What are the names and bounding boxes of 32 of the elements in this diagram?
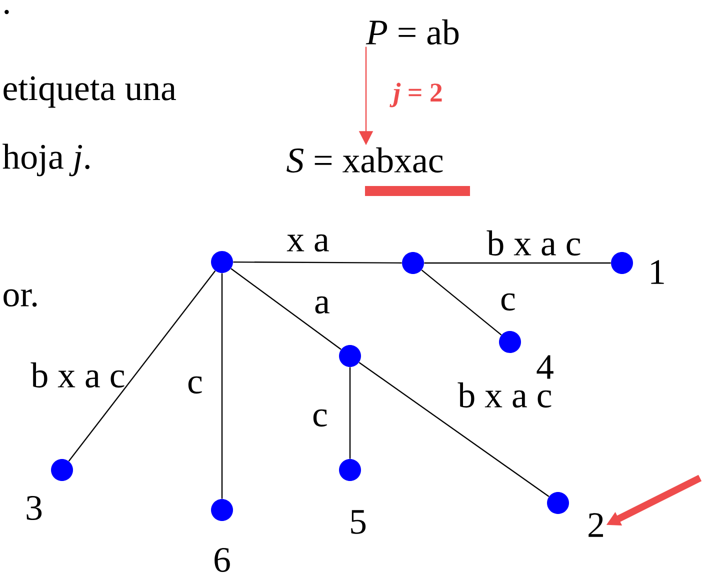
leaf-number: 5 bbox=[351, 510, 366, 534]
edge-label: b x a c bbox=[30, 362, 124, 388]
slide-text: . bbox=[4, 10, 9, 14]
leaf-number: 1 bbox=[651, 260, 664, 284]
leaf-number: 6 bbox=[214, 548, 230, 572]
tree-edge bbox=[358, 362, 550, 498]
edge-label: j = 2 bbox=[390, 82, 442, 108]
tree-edge bbox=[221, 273, 223, 499]
leaf-number: 2 bbox=[588, 513, 603, 537]
edge-label: x a bbox=[286, 234, 329, 252]
edge-label: c bbox=[188, 376, 202, 394]
tree-edge bbox=[424, 262, 611, 264]
slide-text: etiqueta una bbox=[4, 76, 176, 108]
tree-node-dot bbox=[211, 251, 233, 273]
edge-label: a bbox=[315, 296, 330, 314]
tree-edge bbox=[349, 367, 351, 459]
tree-edge bbox=[230, 268, 342, 350]
edge-label: c bbox=[501, 293, 515, 311]
formula-text: P = ab bbox=[366, 19, 459, 45]
slide-text: or. bbox=[4, 289, 37, 307]
leaf-number: 3 bbox=[26, 496, 42, 520]
tree-edge bbox=[421, 270, 502, 336]
leaf-number: 4 bbox=[536, 355, 554, 379]
edge-label: b x a c bbox=[458, 382, 552, 408]
tree-edge bbox=[68, 270, 216, 462]
tree-edge bbox=[233, 261, 402, 264]
slide-text: hojaj. bbox=[2, 144, 90, 176]
edge-label: c bbox=[313, 409, 327, 427]
tree-node-dot bbox=[402, 252, 424, 274]
tree-node-dot bbox=[339, 345, 361, 367]
edge-label: b x a c bbox=[486, 230, 580, 256]
formula-text: S = xabxac bbox=[286, 147, 443, 173]
